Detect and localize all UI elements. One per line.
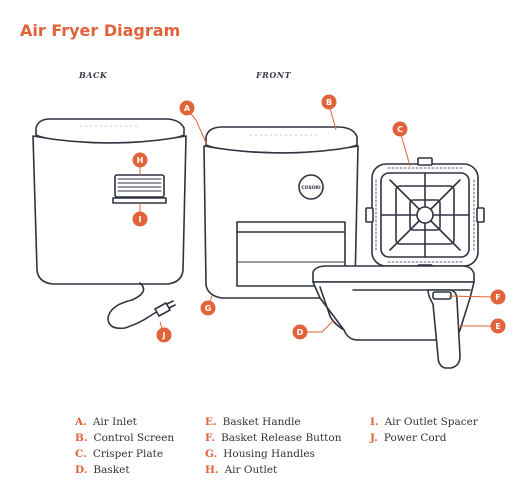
callout-j-label: J [162,331,166,340]
legend-label: Housing Handles [223,448,315,460]
legend-label: Air Outlet Spacer [384,416,478,428]
callout-d-label: D [297,328,304,337]
legend-item: C. Crisper Plate [75,448,163,460]
basket [312,265,475,369]
callout-h-label: H [137,156,144,165]
callout-d: D [292,324,308,340]
callout-g-label: G [205,304,212,313]
front-view-label: FRONT [256,70,292,80]
legend-item: J. Power Cord [370,432,446,444]
callout-h: H [132,152,148,168]
callout-e-label: E [495,322,500,331]
callout-g: G [200,300,216,316]
legend-label: Control Screen [93,432,175,444]
crisper-plate [365,157,485,273]
legend-item: I. Air Outlet Spacer [370,416,478,428]
callout-f-label: F [495,293,500,302]
legend-label: Basket Release Button [221,432,342,444]
back-view-label: BACK [79,70,108,80]
callout-b: B [321,94,337,110]
legend-label: Power Cord [383,432,447,444]
legend-item: G. Housing Handles [205,448,315,460]
legend-key: D. [75,464,88,476]
legend-item: F. Basket Release Button [205,432,341,444]
legend-item: E. Basket Handle [205,416,301,428]
legend-label: Basket Handle [222,416,301,428]
legend-label: Basket [93,464,130,476]
callout-f: F [490,289,506,305]
legend-key: A. [75,416,87,428]
leader-d [307,319,335,333]
legend-key: J. [370,432,378,444]
callout-a-label: A [184,104,191,113]
legend-key: F. [205,432,216,444]
callout-a: A [179,100,195,116]
legend-item: B. Control Screen [75,432,174,444]
legend-label: Air Inlet [92,416,137,428]
legend-item: A. Air Inlet [75,416,137,428]
legend-item: H. Air Outlet [205,464,277,476]
callout-e: E [490,318,506,334]
legend-key: B. [75,432,88,444]
legend-key: C. [75,448,87,460]
brand-logo: COSORI [301,185,321,191]
callout-c: C [392,121,408,137]
legend-key: E. [205,416,217,428]
callout-i: I [132,211,148,227]
page-title: Air Fryer Diagram [20,21,181,40]
leader-c [399,130,411,167]
legend-item: D. Basket [75,464,130,476]
back-unit [32,118,187,330]
callout-c-label: C [397,125,403,134]
power-cord [107,282,176,330]
callout-j: J [156,327,172,343]
legend-key: H. [205,464,219,476]
air-outlet [112,174,167,204]
callout-i-label: I [139,215,142,224]
callout-b-label: B [326,98,332,107]
legend-label: Air Outlet [224,464,278,476]
legend-key: I. [370,416,379,428]
legend-key: G. [205,448,218,460]
leader-f [448,295,494,298]
legend-label: Crisper Plate [92,448,164,460]
